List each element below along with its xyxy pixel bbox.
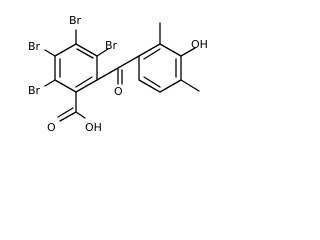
- ring-bond: [54, 79, 77, 93]
- ring-double-bond: [75, 76, 93, 88]
- bond-br-left-upper: [44, 49, 56, 57]
- ring-bond: [159, 79, 182, 93]
- bond-ketone-ring: [117, 55, 140, 69]
- ring-double-bond: [76, 48, 94, 59]
- ring-double-bond: [143, 48, 161, 60]
- bond-br-left-lower: [44, 79, 56, 87]
- atom-label-carboxylic-o: O: [47, 121, 56, 134]
- ring-bond: [138, 43, 161, 57]
- molecule-diagram: Br Br Br Br O OH O OH: [0, 0, 234, 148]
- ring-bond: [54, 43, 77, 57]
- atom-label-hydroxy: OH: [191, 38, 208, 51]
- left-ring: [54, 43, 98, 93]
- ring-double-bond: [143, 76, 161, 88]
- right-ring: [138, 43, 182, 93]
- ring-bond: [138, 79, 161, 93]
- bond-c-o-double-b: [57, 107, 74, 118]
- ring-bond: [75, 43, 98, 57]
- atom-label-carboxylic-oh: OH: [85, 121, 102, 134]
- bond-hydroxy: [180, 47, 196, 57]
- bond-br-right-upper: [96, 48, 109, 57]
- atom-label-br-left-upper: Br: [28, 40, 41, 53]
- ring-bond: [75, 79, 98, 93]
- structure-svg: Br Br Br Br O OH O OH: [28, 14, 208, 134]
- atom-label-br-top: Br: [69, 14, 82, 27]
- ring-bond: [159, 43, 182, 57]
- bond-c-oh: [75, 111, 86, 119]
- bond-methyl-right: [180, 79, 200, 92]
- atom-label-br-right-upper: Br: [105, 39, 118, 52]
- atom-label-br-left-lower: Br: [28, 84, 41, 97]
- bond-ring-ketone: [96, 67, 119, 81]
- atom-label-ketone-o: O: [114, 85, 123, 98]
- bond-c-o-double-a: [59, 111, 77, 122]
